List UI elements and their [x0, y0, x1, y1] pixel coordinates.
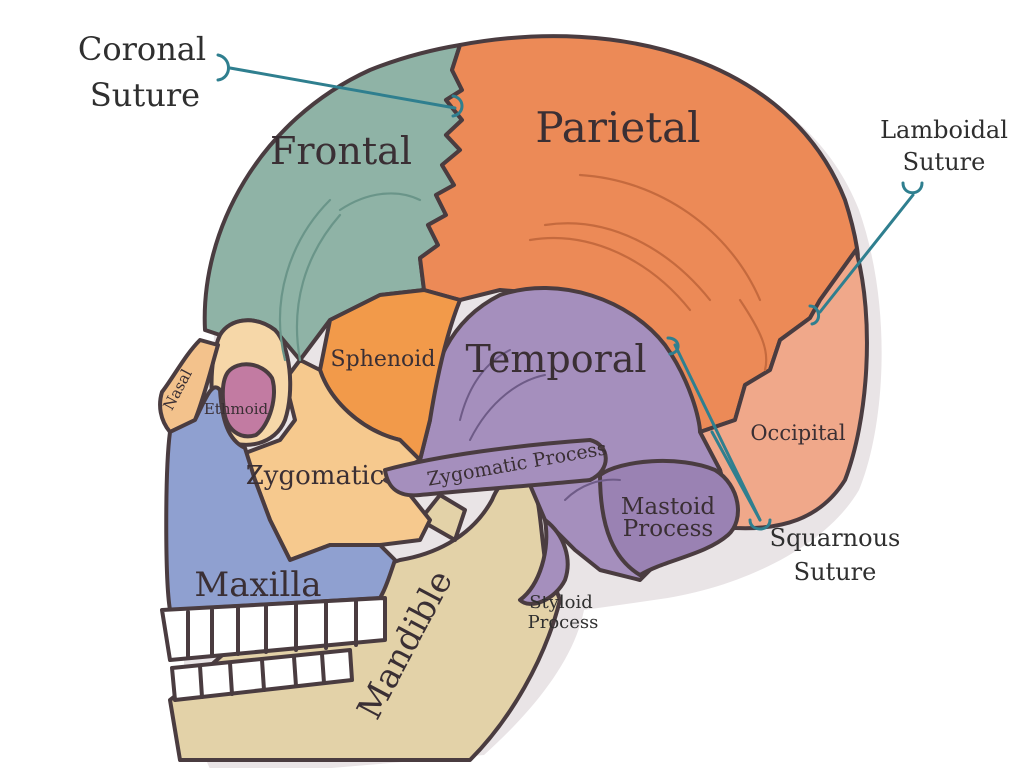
lower-teeth: [170, 648, 354, 702]
temporal-label: Temporal: [465, 337, 646, 381]
decorative-grooves: [278, 173, 768, 501]
coronal-suture-hook-target: [451, 94, 464, 118]
squarnous-suture-label-line1: Squarnous: [770, 524, 901, 552]
coronal-suture-label-line1: Coronal: [78, 30, 206, 68]
squarnous-suture-pointer-b: [710, 430, 762, 522]
squarnous-suture-label-line2: Suture: [794, 558, 877, 586]
squarnous-suture-pointer-a: [673, 343, 762, 522]
parietal-label: Parietal: [535, 103, 700, 152]
lamboidal-suture-hook-target: [808, 304, 820, 326]
coronal-suture-label-line2: Suture: [90, 76, 200, 114]
lamboidal-suture-hook-label: [901, 181, 924, 195]
mastoid-process-label-line1: Mastoid: [621, 494, 716, 520]
squarnous-suture-hook-label: [748, 518, 772, 531]
maxilla-label: Maxilla: [194, 565, 321, 605]
suture-pointers: [216, 53, 924, 531]
sphenoid-label: Sphenoid: [331, 347, 436, 372]
mastoid-process-bone: [598, 458, 740, 577]
zygomatic-label: Zygomatic: [246, 461, 385, 491]
nasal-bone: [158, 338, 220, 434]
styloid-process-bone: [518, 518, 570, 606]
squarnous-suture-hook-target: [666, 336, 680, 356]
styloid-process-label-line2: Process: [528, 612, 599, 633]
mastoid-process-label-line2: Process: [623, 516, 713, 542]
ethmoid-bone: [220, 362, 277, 439]
lamboidal-suture-label-line2: Suture: [903, 148, 986, 176]
zygomatic-process-bone: [383, 438, 608, 498]
lamboidal-suture-label-line1: Lamboidal: [880, 116, 1008, 144]
frontal-label: Frontal: [270, 129, 412, 173]
mandible-coronoid: [418, 493, 467, 542]
occipital-bone: [698, 248, 869, 531]
ethmoid-label: Ethmoid: [204, 400, 269, 418]
occipital-label: Occipital: [750, 421, 846, 445]
maxilla-bone: [164, 385, 397, 612]
coronal-suture-hook-label: [216, 53, 230, 82]
lamboidal-suture-pointer: [818, 193, 915, 314]
upper-teeth: [160, 596, 387, 662]
coronal-suture-pointer: [228, 66, 457, 110]
styloid-process-label-line1: Styloid: [529, 592, 593, 613]
